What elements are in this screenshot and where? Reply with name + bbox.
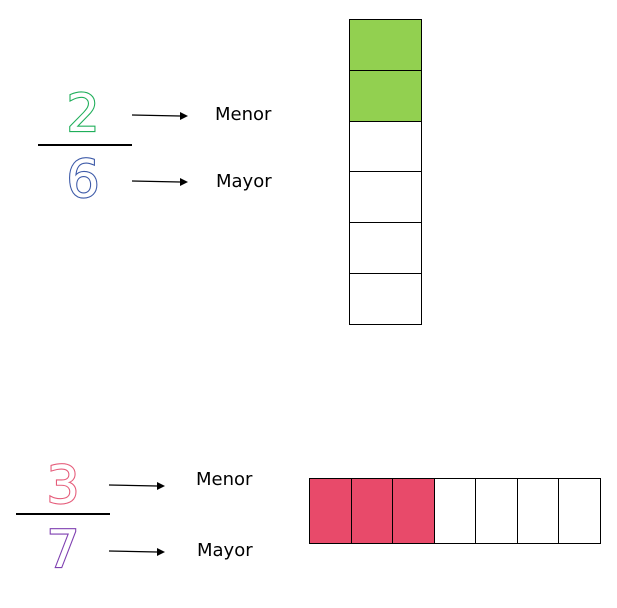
filled-cell <box>350 20 421 70</box>
arrow-icon <box>108 482 165 490</box>
arrow-icon <box>131 112 188 120</box>
empty-cell <box>475 479 517 543</box>
denominator-label: Mayor <box>216 171 272 192</box>
arrow-icon <box>108 548 165 556</box>
empty-cell <box>350 120 421 172</box>
filled-cell <box>350 479 393 543</box>
filled-cell <box>350 69 421 121</box>
numerator-label: Menor <box>196 469 253 490</box>
fraction-grid-vertical <box>349 19 422 325</box>
denominator-digit: 6 <box>65 150 100 210</box>
denominator-label: Mayor <box>197 540 253 561</box>
empty-cell <box>558 479 601 543</box>
filled-cell <box>310 479 351 543</box>
denominator-digit: 7 <box>45 520 80 580</box>
numerator-label: Menor <box>215 104 272 125</box>
empty-cell <box>350 222 421 274</box>
empty-cell <box>516 479 559 543</box>
numerator-digit: 2 <box>65 84 100 144</box>
fraction-bar <box>16 513 110 515</box>
empty-cell <box>433 479 476 543</box>
fraction-bar <box>38 144 132 146</box>
arrow-icon <box>131 178 188 186</box>
fraction-grid-horizontal <box>309 478 601 544</box>
numerator-digit: 3 <box>45 456 80 516</box>
empty-cell <box>350 171 421 223</box>
filled-cell <box>392 479 434 543</box>
empty-cell <box>350 273 421 324</box>
